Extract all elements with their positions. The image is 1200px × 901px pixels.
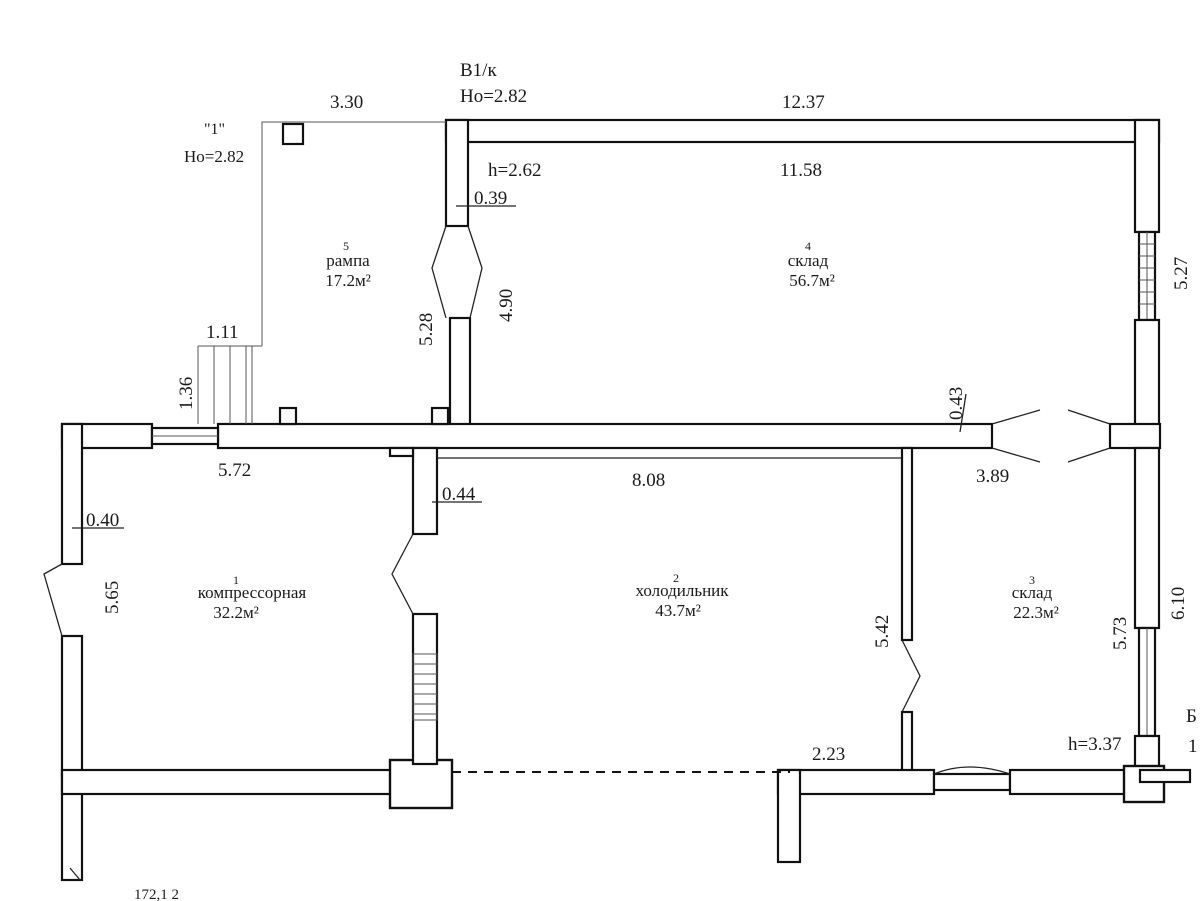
wall-right-upper: [1133, 118, 1161, 234]
wall-top: [444, 118, 1161, 144]
dim-h-3-37: h=3.37: [1068, 734, 1121, 755]
room-number: 4: [805, 239, 811, 253]
room-label-ramp: 5 рампа 17.2м²: [325, 239, 371, 290]
room-name: компрессорная: [198, 583, 307, 602]
axis-ho-label: Но=2.82: [460, 86, 527, 107]
room-area: 17.2м²: [325, 271, 371, 290]
dim-2-23: 2.23: [812, 744, 845, 765]
wall-left-lower: [60, 634, 84, 778]
ramp-stairs: [197, 345, 262, 424]
wall-partition-top-cap: [388, 446, 415, 458]
wall-fridge-store3-upper: [900, 446, 914, 642]
dim-5-28: 5.28: [416, 313, 437, 346]
window-store3-bottom: [932, 772, 1012, 792]
ramp-ho-label: Но=2.82: [184, 147, 244, 166]
room-number: 5: [343, 239, 349, 253]
column-ramp-bottom: [278, 406, 298, 426]
dim-8-08: 8.08: [632, 470, 665, 491]
wall-store4-left-lower: [448, 316, 472, 428]
dim-12-37: 12.37: [782, 92, 825, 113]
ramp-mark-label: "1": [204, 121, 225, 138]
dim-0-40: 0.40: [86, 510, 119, 531]
room-name: склад: [1012, 583, 1053, 602]
edge-fragments: Б 1 172,1 2: [134, 706, 1198, 901]
dimension-labels: 3.30 12.37 11.58 h=2.62 0.39 1.11 5.72 8…: [86, 92, 1121, 765]
room-label-store4: 4 склад 56.7м²: [788, 239, 835, 290]
dim-3-89: 3.89: [976, 466, 1009, 487]
window-right-upper-hatch: [1139, 243, 1155, 305]
dimension-lines: [69, 205, 967, 881]
dim-5-42: 5.42: [872, 615, 893, 648]
room-name: холодильник: [635, 581, 729, 600]
column-ramp-bottom-2: [430, 406, 450, 426]
wall-bottom-right-stub: [1138, 768, 1192, 784]
wall-store3-bottom-right: [1008, 768, 1132, 796]
column-ramp-top: [281, 122, 305, 146]
wall-partition-upper: [411, 446, 439, 536]
room-area: 22.3м²: [1013, 603, 1059, 622]
wall-store3-bottom-left: [776, 768, 936, 796]
header-labels: В1/к Но=2.82 "1" Но=2.82: [184, 60, 527, 166]
dim-0-43: 0.43: [946, 387, 967, 420]
room-number: 3: [1029, 573, 1035, 587]
wall-compressor-bottom: [60, 768, 394, 796]
room-area: 43.7м²: [655, 601, 701, 620]
wall-store4-left-upper: [444, 118, 470, 228]
wall-right-mid: [1133, 318, 1161, 428]
edge-digit-1: 1: [1188, 736, 1198, 757]
room-label-compressor: 1 компрессорная 32.2м²: [198, 573, 307, 622]
room-number: 1: [233, 573, 239, 587]
vertical-dimension-labels: 5.27 4.90 5.28 1.36 0.43 5.65 5.42 5.73 …: [102, 257, 1192, 650]
room-label-fridge: 2 холодильник 43.7м²: [635, 571, 729, 620]
edge-letter-b: Б: [1186, 706, 1197, 727]
room-area: 56.7м²: [789, 271, 835, 290]
ramp-outline: [197, 121, 446, 424]
wall-fridge-store3-lower: [900, 710, 914, 774]
room-label-store3: 3 склад 22.3м²: [1012, 573, 1059, 622]
wall-middle-long: [216, 422, 994, 450]
wall-middle-right-stub: [1108, 422, 1162, 450]
wall-partition-lower: [411, 612, 439, 766]
wall-left-upper: [60, 422, 84, 566]
wall-bottom-step: [776, 768, 802, 864]
partition-radiator: [412, 653, 438, 721]
room-name: рампа: [326, 251, 370, 270]
dim-1-11: 1.11: [206, 322, 239, 343]
walls: [60, 118, 1192, 882]
dim-3-30: 3.30: [330, 92, 363, 113]
dim-0-39: 0.39: [474, 188, 507, 209]
dim-5-65: 5.65: [102, 581, 123, 614]
doors: [43, 225, 1111, 775]
dim-5-27: 5.27: [1171, 257, 1192, 290]
room-number: 2: [673, 571, 679, 585]
room-name: склад: [788, 251, 829, 270]
dim-0-44: 0.44: [442, 484, 476, 505]
wall-right-lower-upper: [1133, 446, 1161, 630]
axis-label: В1/к: [460, 60, 497, 81]
room-area: 32.2м²: [213, 603, 259, 622]
dim-4-90: 4.90: [496, 289, 517, 322]
dim-11-58: 11.58: [780, 160, 822, 181]
column-bottom-mid: [388, 758, 454, 810]
dim-5-73: 5.73: [1110, 617, 1131, 650]
dim-h-2-62: h=2.62: [488, 160, 541, 181]
dim-1-36: 1.36: [176, 377, 197, 410]
dim-5-72: 5.72: [218, 460, 251, 481]
dim-6-10: 6.10: [1168, 587, 1189, 620]
edge-bottom-text: 172,1 2: [134, 887, 179, 901]
